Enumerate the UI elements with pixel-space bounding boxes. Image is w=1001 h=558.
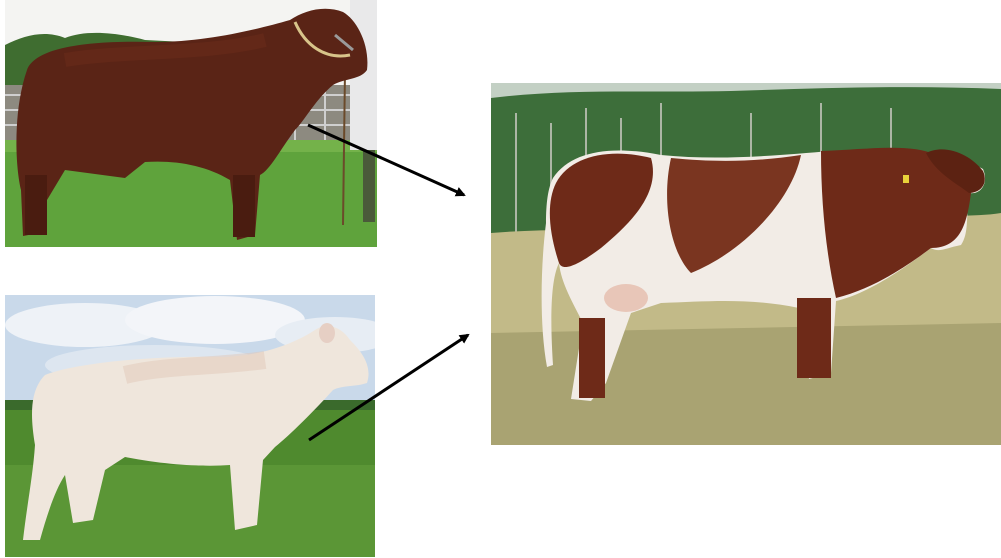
arrow-white-to-roan bbox=[309, 335, 468, 440]
arrow-bull-to-roan bbox=[308, 125, 464, 195]
